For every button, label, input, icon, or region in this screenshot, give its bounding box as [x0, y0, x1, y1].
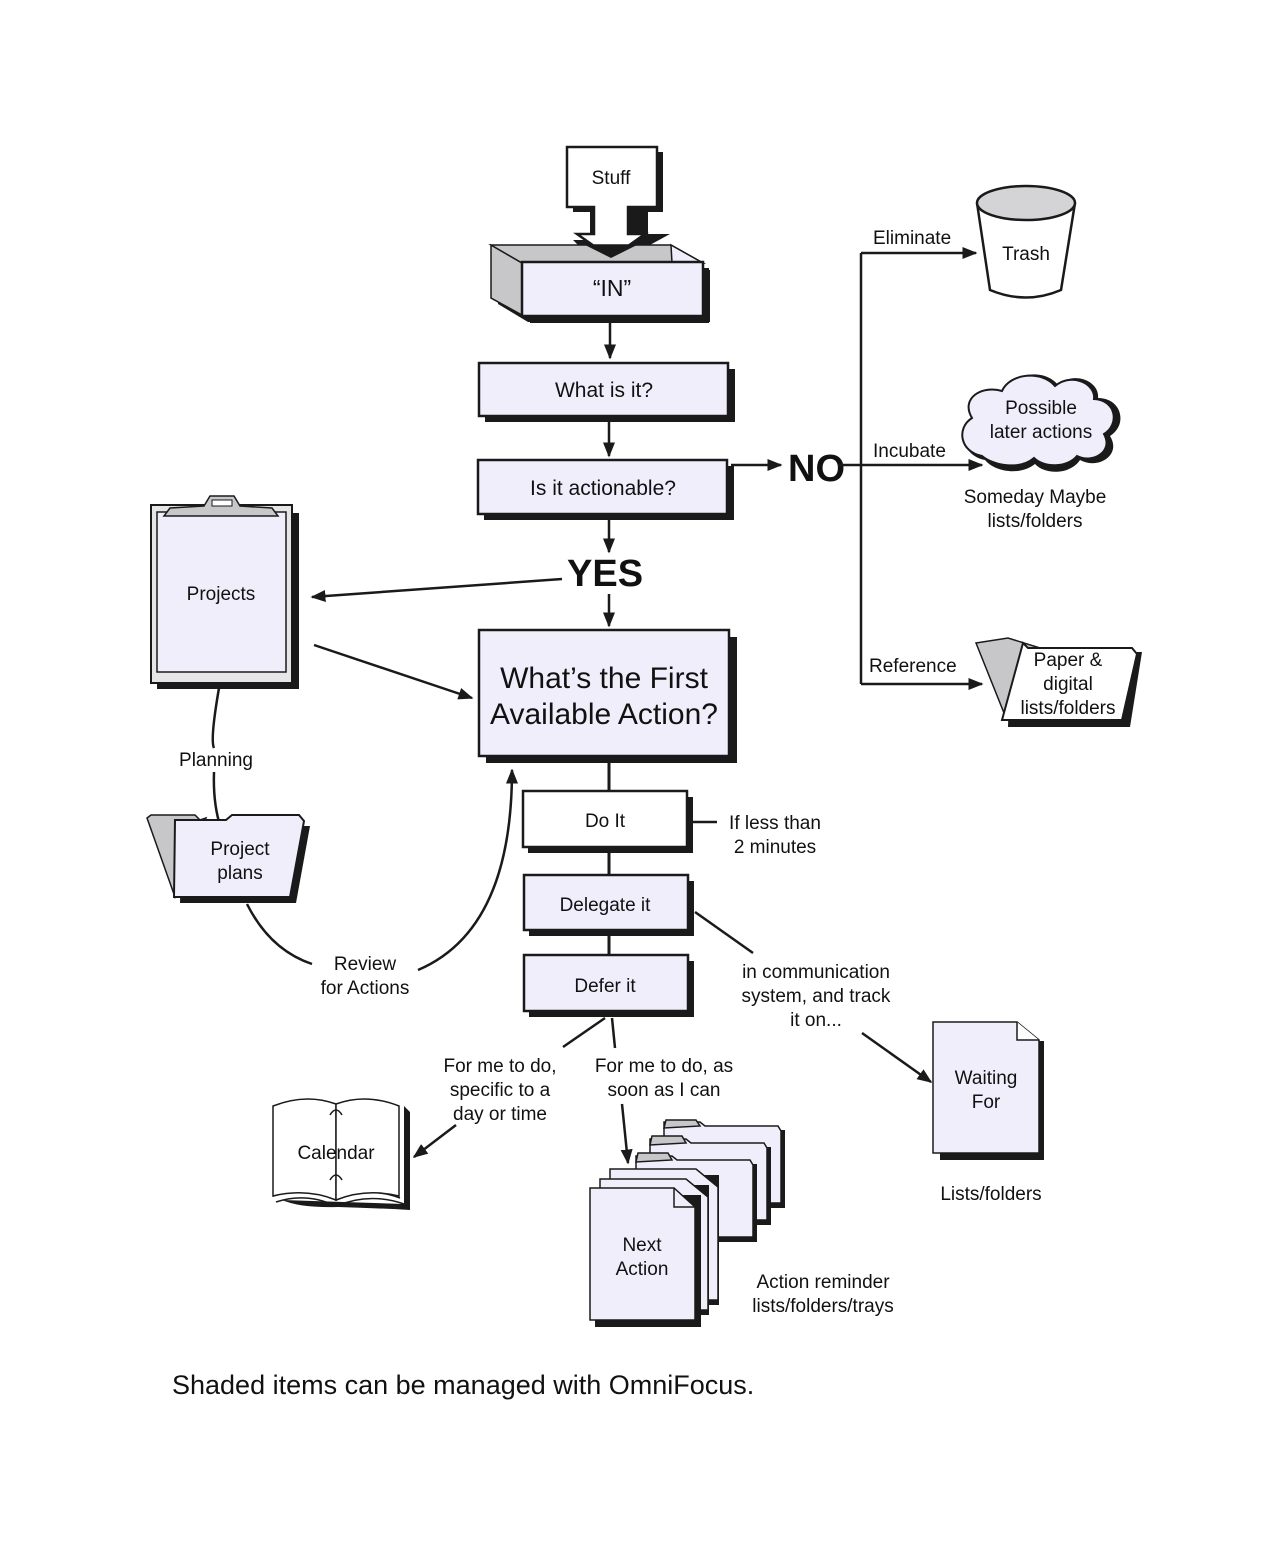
arrow-projects-to-first-action — [313, 643, 474, 700]
project-plans-folder-node: Project plans — [146, 814, 310, 903]
action-reminder-line1: Action reminder — [756, 1272, 890, 1293]
asap-line2: soon as I can — [607, 1080, 720, 1101]
arrow-review-to-first-action — [417, 768, 518, 972]
trash-node: Trash — [975, 184, 1077, 299]
lists-folders-label: Lists/folders — [940, 1184, 1041, 1205]
reference-label: Reference — [869, 656, 957, 677]
what-is-it-node: What is it? — [477, 361, 735, 422]
waiting-for-line2: For — [972, 1092, 1001, 1113]
waiting-for-node: Waiting For — [932, 1021, 1044, 1160]
next-action-line2: Action — [616, 1259, 669, 1280]
possible-later-cloud-node: Possible later actions — [961, 374, 1121, 472]
connector-delegate-note — [694, 910, 754, 955]
someday-maybe-line1: Someday Maybe — [964, 487, 1107, 508]
delegate-it-node: Delegate it — [522, 873, 694, 936]
communication-line2: system, and track — [742, 986, 891, 1007]
incubate-label: Incubate — [873, 441, 946, 462]
asap-line1: For me to do, as — [595, 1056, 733, 1077]
arrow-to-waiting-for — [861, 1031, 933, 1084]
connector-defer-specific — [562, 1016, 606, 1049]
reference-folder-node: Paper & digital lists/folders — [974, 637, 1142, 727]
possible-label-line2: later actions — [990, 422, 1092, 443]
first-action-line2: Available Action? — [490, 698, 718, 731]
next-action-line1: Next — [622, 1235, 662, 1256]
less-than-line1: If less than — [729, 813, 821, 834]
communication-line3: it on... — [790, 1010, 842, 1031]
do-it-node: Do It — [521, 789, 693, 853]
yes-label: YES — [567, 553, 643, 595]
project-plans-line2: plans — [217, 863, 262, 884]
stuff-label: Stuff — [592, 168, 631, 189]
planning-line-top — [211, 687, 221, 749]
trash-label: Trash — [1002, 244, 1050, 265]
arrow-to-calendar — [412, 1124, 457, 1158]
eliminate-label: Eliminate — [873, 228, 951, 249]
specific-line2: specific to a — [450, 1080, 551, 1101]
arrow-to-next-action — [620, 1103, 633, 1165]
no-label: NO — [788, 448, 845, 490]
projects-label: Projects — [187, 584, 256, 605]
less-than-line2: 2 minutes — [734, 837, 816, 858]
next-action-stack-node: Next Action — [589, 1119, 785, 1327]
planning-line-bottom — [212, 771, 221, 823]
review-line-left — [245, 903, 313, 966]
action-reminder-line2: lists/folders/trays — [752, 1296, 893, 1317]
do-it-label: Do It — [585, 811, 626, 832]
in-label: “IN” — [593, 275, 631, 301]
first-action-node: What’s the First Available Action? — [477, 628, 737, 763]
review-line1: Review — [334, 954, 397, 975]
projects-clipboard-node: Projects — [150, 495, 299, 689]
someday-maybe-line2: lists/folders — [987, 511, 1082, 532]
planning-label: Planning — [179, 750, 253, 771]
specific-line1: For me to do, — [444, 1056, 557, 1077]
delegate-it-label: Delegate it — [560, 895, 652, 916]
connector-defer-asap — [610, 1017, 617, 1049]
paper-label-line1: Paper & — [1034, 650, 1103, 671]
calendar-node: Calendar — [272, 1098, 410, 1210]
stuff-arrow-node: Stuff — [565, 145, 670, 263]
specific-line3: day or time — [453, 1104, 547, 1125]
communication-line1: in communication — [742, 962, 890, 983]
defer-it-label: Defer it — [574, 976, 636, 997]
footer-note: Shaded items can be managed with OmniFoc… — [172, 1370, 754, 1400]
in-tray-node: “IN” — [488, 243, 710, 323]
paper-label-line2: digital — [1043, 674, 1093, 695]
is-actionable-node: Is it actionable? — [476, 458, 734, 520]
calendar-label: Calendar — [297, 1143, 375, 1164]
waiting-for-line1: Waiting — [955, 1068, 1018, 1089]
defer-it-node: Defer it — [522, 953, 694, 1017]
possible-label-line1: Possible — [1005, 398, 1077, 419]
project-plans-line1: Project — [210, 839, 270, 860]
review-line2: for Actions — [321, 978, 410, 999]
paper-label-line3: lists/folders — [1020, 698, 1115, 719]
what-is-it-label: What is it? — [555, 379, 653, 402]
arrow-yes-to-projects — [310, 577, 563, 603]
first-action-line1: What’s the First — [500, 662, 708, 695]
is-actionable-label: Is it actionable? — [530, 477, 676, 500]
